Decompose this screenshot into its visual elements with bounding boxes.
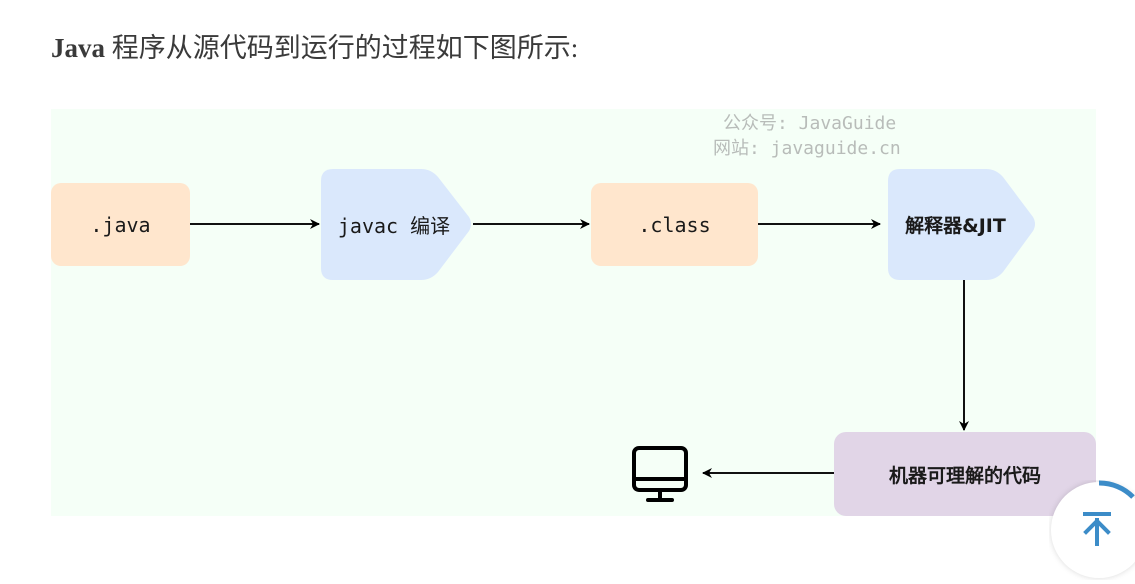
section-heading: Java 程序从源代码到运行的过程如下图所示: [51,26,578,65]
node-interpreter-jit: 解释器&JIT [888,169,1037,280]
node-class-label: .class [638,212,711,237]
node-class-bytecode: .class [591,183,758,266]
watermark: 公众号: JavaGuide 网站: javaguide.cn [713,111,901,161]
node-javac-label: javac 编译 [337,214,451,238]
arrows-layer [190,219,969,502]
watermark-website: 网站: javaguide.cn [713,138,901,159]
node-java-source: .java [51,183,190,266]
computer-icon [632,446,688,502]
node-jit-label: 解释器&JIT [905,215,1006,237]
heading-java: Java [51,33,105,63]
node-machine-code: 机器可理解的代码 [834,432,1096,516]
scroll-progress-ring [1098,480,1135,499]
heading-text: 程序从源代码到运行的过程如下图所示: [105,33,579,63]
java-process-diagram: 公众号: JavaGuide 网站: javaguide.cn .java ja… [51,109,1096,516]
node-javac-compile: javac 编译 [321,169,473,280]
back-to-top-button[interactable] [1049,480,1135,580]
node-java-source-label: .java [90,212,151,237]
watermark-wechat: 公众号: JavaGuide [723,113,897,134]
node-machine-code-label: 机器可理解的代码 [888,464,1041,487]
